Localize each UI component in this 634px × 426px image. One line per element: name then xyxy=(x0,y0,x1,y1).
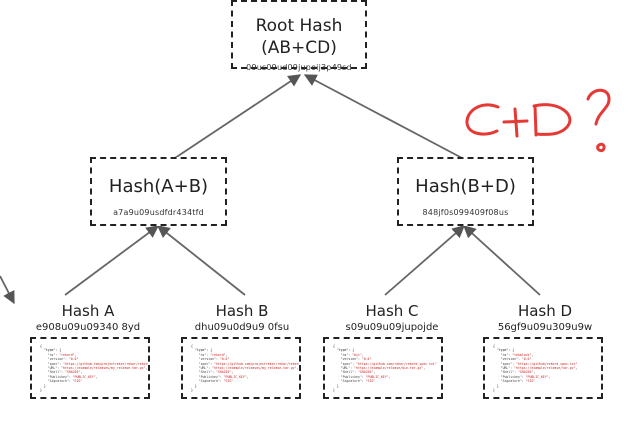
leaf-a-title: Hash A xyxy=(61,302,115,320)
root-hash-node: Root Hash (AB+CD) 09us09ud09jupoij3p49sd xyxy=(231,0,367,72)
leaf-a-json-text: { "type": { "ns": "rekord", "version": "… xyxy=(40,344,150,393)
edge-leaf-b-to-left-mid xyxy=(157,225,246,296)
leaf-b-json: { "type": { "ns": "rekord", "version": "… xyxy=(181,337,301,399)
hash-bd-value: 848jf0s099409f08us xyxy=(422,208,509,217)
edge-offscreen-arrow xyxy=(0,275,15,305)
hash-ab-node: Hash(A+B) a7a9u09usdfdr434tfd xyxy=(90,157,227,226)
root-hash-title: Root Hash xyxy=(255,16,343,36)
hash-bd-title: Hash(B+D) xyxy=(415,176,516,197)
leaf-d-hash: 56gf9u09u309u9w xyxy=(497,322,593,333)
hash-ab-value: a7a9u09usdfdr434tfd xyxy=(113,208,204,217)
edge-right-mid-to-root xyxy=(303,74,463,159)
leaf-c-hash: s09u09u09jupojde xyxy=(345,322,439,333)
leaf-a-json: { "type": { "ns": "rekord", "version": "… xyxy=(30,337,150,399)
leaf-a-hash: e908u09u09340 8yd xyxy=(35,322,141,333)
hash-ab-title: Hash(A+B) xyxy=(108,176,209,197)
leaf-c-json: { "type": { "ns": "bit", "version": "0.0… xyxy=(323,337,443,399)
leaf-c-title: Hash C xyxy=(365,302,419,320)
leaf-d-json-text: { "type": { "ns": "tekblock", "version":… xyxy=(493,344,578,393)
root-hash-value: 09us09ud09jupoij3p49sd xyxy=(246,63,352,72)
root-hash-subtitle: (AB+CD) xyxy=(261,38,337,58)
hash-bd-node: Hash(B+D) 848jf0s099409f08us xyxy=(397,157,534,226)
edge-leaf-a-to-left-mid xyxy=(64,225,160,296)
leaf-b-json-text: { "type": { "ns": "rekord", "version": "… xyxy=(191,344,301,393)
edge-leaf-d-to-right-mid xyxy=(463,225,541,296)
leaf-c-json-text: { "type": { "ns": "bit", "version": "0.0… xyxy=(333,344,437,393)
leaf-d-title: Hash D xyxy=(517,302,573,320)
leaf-d-json: { "type": { "ns": "tekblock", "version":… xyxy=(483,337,603,399)
edge-leaf-c-to-right-mid xyxy=(384,225,465,296)
handwritten-annotation xyxy=(465,88,611,153)
leaf-b-hash: dhu09u0d9u9 0fsu xyxy=(194,322,290,333)
leaf-b-title: Hash B xyxy=(215,302,269,320)
edge-left-mid-to-root xyxy=(174,74,302,159)
